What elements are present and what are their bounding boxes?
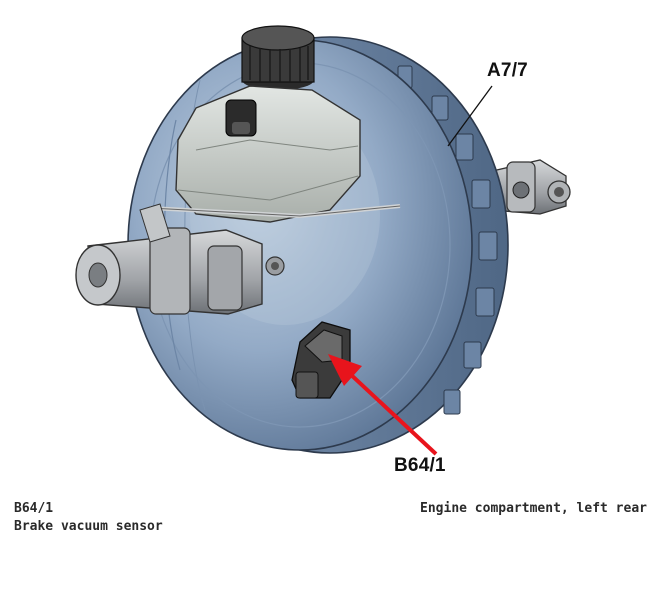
- vacuum-sensor: [291, 321, 351, 399]
- component-name: Brake vacuum sensor: [14, 519, 163, 534]
- master-cylinder: [75, 203, 285, 315]
- mounting-bracket: [487, 159, 571, 215]
- fluid-reservoir: [149, 85, 401, 223]
- pointer-arrow: [328, 354, 438, 456]
- location-caption: Engine compartment, left rear: [420, 501, 647, 516]
- reservoir-cap: [241, 25, 315, 90]
- component-caption: B64/1 Brake vacuum sensor: [14, 500, 163, 536]
- callout-label-booster: A7/7: [487, 60, 528, 81]
- brake-booster-illustration: [75, 25, 571, 456]
- leader-line-booster: [447, 85, 493, 147]
- callout-label-sensor: B64/1: [394, 455, 446, 476]
- component-code: B64/1: [14, 501, 54, 516]
